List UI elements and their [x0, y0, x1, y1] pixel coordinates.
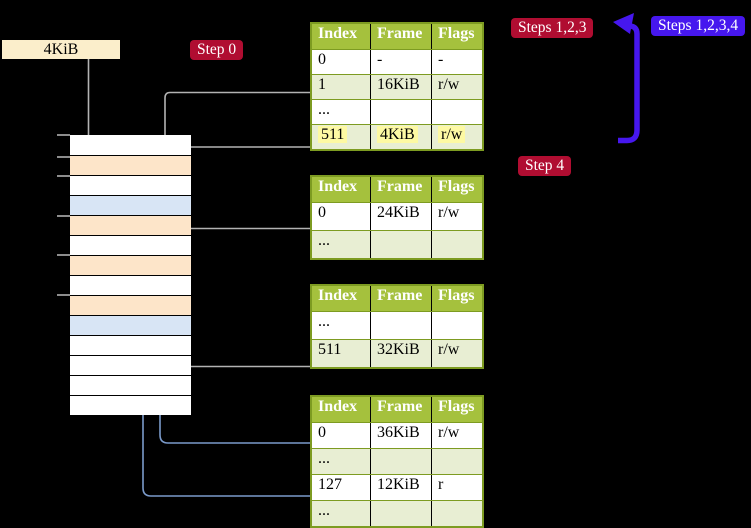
table-cell [431, 231, 482, 258]
memory-frame-row [70, 255, 191, 275]
table-cell [370, 312, 431, 339]
table-cell: 32KiB [370, 340, 431, 367]
memory-tick [57, 254, 70, 256]
table-cell: 12KiB [370, 475, 431, 500]
table-cell: r/w [431, 203, 482, 230]
table-cell: ... [318, 502, 330, 519]
table-cell: 24KiB [370, 203, 431, 230]
table-cell: 36KiB [370, 423, 431, 448]
memory-tick [57, 215, 70, 217]
table-cell: 127 [318, 476, 342, 493]
column-header: Flags [431, 24, 482, 49]
table-cell: r/w [431, 423, 482, 448]
table-cell: 4KiB [370, 125, 431, 149]
table-cell [370, 501, 431, 526]
table-row: 0 -- [312, 49, 482, 74]
table-cell: ... [318, 313, 330, 330]
table-cell [431, 312, 482, 339]
steps-loop-arrow [618, 23, 640, 144]
table-cell [370, 100, 431, 124]
column-header: Frame [370, 24, 431, 49]
column-header: Frame [370, 286, 431, 311]
column-header: Index [318, 25, 358, 42]
column-header: Frame [370, 397, 431, 422]
memory-tick [57, 134, 70, 136]
table-cell: 1 [318, 76, 326, 93]
table-row: 511 4KiB r/w [312, 124, 482, 149]
memory-frame-row [70, 175, 191, 195]
frame-size-label: 4KiB [2, 40, 120, 59]
table-cell: ... [318, 101, 330, 118]
memory-frame-row [70, 315, 191, 335]
column-header: Flags [431, 397, 482, 422]
memory-frame-row [70, 215, 191, 235]
memory-frame-row [70, 275, 191, 295]
memory-frame-row [70, 155, 191, 175]
table-row: ... [312, 230, 482, 258]
table-cell: 16KiB [370, 75, 431, 99]
column-header: Index [318, 398, 358, 415]
highlighted-value: 4KiB [377, 126, 418, 143]
table-row: ... [312, 99, 482, 124]
table-row: ... [312, 448, 482, 474]
memory-frame-row [70, 355, 191, 375]
table-cell: r/w [431, 75, 482, 99]
table-cell [431, 501, 482, 526]
memory-frame-row [70, 135, 191, 155]
table-cell: 0 [318, 204, 326, 221]
table-cell: r/w [431, 340, 482, 367]
table-cell [431, 449, 482, 474]
table-cell: 0 [318, 424, 326, 441]
column-header: Flags [431, 177, 482, 202]
table-cell [370, 449, 431, 474]
physical-memory-stack [70, 135, 191, 415]
table-cell: - [370, 50, 431, 74]
memory-frame-row [70, 295, 191, 315]
column-header: Index [318, 178, 358, 195]
badge-steps-1234: Steps 1,2,3,4 [651, 16, 746, 36]
arrowhead-left-icon [613, 13, 634, 34]
table-cell: - [431, 50, 482, 74]
memory-frame-row [70, 195, 191, 215]
memory-tick [57, 156, 70, 158]
column-header: Flags [431, 286, 482, 311]
memory-frame-row [70, 235, 191, 255]
badge-steps-123: Steps 1,2,3 [511, 18, 594, 38]
badge-step-4: Step 4 [518, 156, 572, 176]
table-row: ... [312, 311, 482, 339]
table-cell: r/w [431, 125, 482, 149]
badge-step-0: Step 0 [190, 40, 244, 60]
table-cell: 0 [318, 51, 326, 68]
table-cell: ... [318, 232, 330, 249]
highlighted-value: r/w [438, 126, 466, 143]
memory-frame-row [70, 335, 191, 355]
table-cell: 511 [312, 125, 370, 149]
table-cell: 511 [318, 341, 342, 358]
table-cell: r [431, 475, 482, 500]
memory-frame-row [70, 395, 191, 415]
table-cell: ... [318, 450, 330, 467]
table-row: ... [312, 500, 482, 526]
memory-frame-row [70, 375, 191, 395]
table-cell [431, 100, 482, 124]
memory-tick [57, 175, 70, 177]
memory-tick [57, 294, 70, 296]
column-header: Index [318, 287, 358, 304]
table-cell [370, 231, 431, 258]
highlighted-value: 511 [318, 126, 348, 143]
column-header: Frame [370, 177, 431, 202]
